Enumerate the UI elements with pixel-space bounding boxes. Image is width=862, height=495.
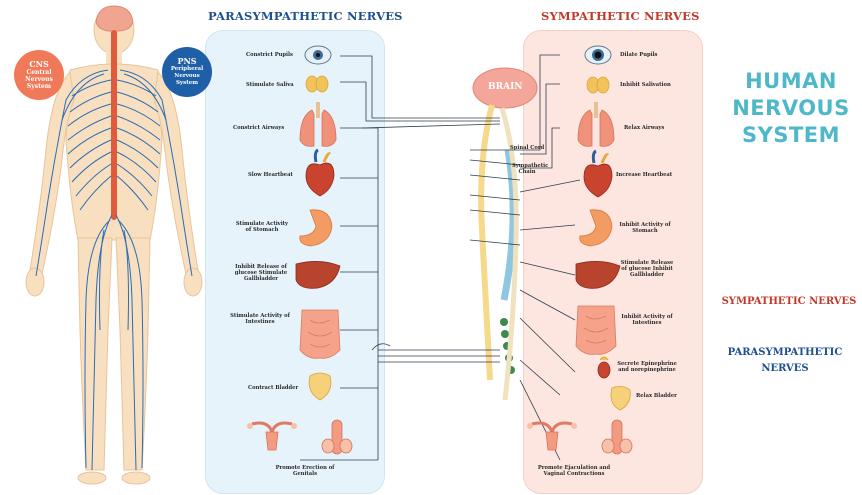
pns-badge: PNS Peripheral Nervous System xyxy=(162,47,212,97)
para-female-genitals-icon xyxy=(247,423,297,450)
body-spinal-cord xyxy=(111,30,117,220)
main-title-line3: SYSTEM xyxy=(726,122,856,149)
main-title-line1: HUMAN xyxy=(726,68,856,95)
symp-label-relax-airways: Relax Airways xyxy=(624,125,684,131)
symp-label-intestines: Inhibit Activity of Intestines xyxy=(618,314,676,326)
symp-label-relax-bladder: Relax Bladder xyxy=(636,393,688,399)
body-brain-icon xyxy=(96,6,133,31)
symp-label-dilate-pupils: Dilate Pupils xyxy=(620,52,680,58)
para-label-stomach: Stimulate Activity of Stomach xyxy=(234,221,290,233)
brain-label: BRAIN xyxy=(488,82,523,92)
symp-heart-icon xyxy=(584,151,612,197)
para-intestines-icon xyxy=(300,310,340,358)
para-label-glucose-gallbladder: Inhibit Release of glucose Stimulate Gal… xyxy=(232,264,290,282)
legend-sympathetic: SYMPATHETIC NERVES xyxy=(718,296,860,307)
para-label-intestines: Stimulate Activity of Intestines xyxy=(230,313,290,325)
pns-badge-line1: PNS xyxy=(177,57,196,66)
symp-salivary-gland-icon xyxy=(587,77,609,93)
para-label-constrict-pupils: Constrict Pupils xyxy=(246,52,296,58)
symp-male-genitals-icon xyxy=(602,420,632,454)
parasympathetic-heading: PARASYMPATHETIC NERVES xyxy=(208,9,403,23)
para-label-slow-heartbeat: Slow Heartbeat xyxy=(248,172,298,178)
para-male-genitals-icon xyxy=(322,420,352,454)
main-title: HUMAN NERVOUS SYSTEM xyxy=(726,68,856,149)
legend-parasympathetic: PARASYMPATHETIC NERVES xyxy=(720,345,850,377)
symp-label-epinephrine: Secrete Epinephrine and norepinephrine xyxy=(616,361,678,373)
symp-female-genitals-icon xyxy=(527,423,577,450)
pns-badge-line3: Nervous xyxy=(174,73,199,80)
symp-label-inhibit-salivation: Inhibit Salivation xyxy=(620,82,684,88)
para-liver-icon xyxy=(296,261,340,288)
sympathetic-chain-label: Sympathetic Chain xyxy=(512,163,542,175)
para-organ-icons xyxy=(247,46,352,454)
symp-label-increase-heartbeat: Increase Heartbeat xyxy=(616,172,686,178)
sympathetic-heading: SYMPATHETIC NERVES xyxy=(541,9,700,23)
para-bladder-icon xyxy=(309,373,331,400)
symp-label-stomach: Inhibit Activity of Stomach xyxy=(616,222,674,234)
para-heart-icon xyxy=(306,150,334,196)
para-label-genitals: Promote Erection of Genitals xyxy=(270,465,340,477)
cns-badge: CNS Central Nervous System xyxy=(14,50,64,100)
para-label-constrict-airways: Constrict Airways xyxy=(233,125,293,131)
pns-badge-line4: System xyxy=(176,80,198,87)
pns-badge-line2: Peripheral xyxy=(171,66,203,73)
nerve-connector-lines xyxy=(300,55,580,460)
symp-bladder-icon xyxy=(611,386,630,410)
symp-adrenal-kidney-icon xyxy=(598,357,610,378)
spinal-cord-label: Spinal Cord xyxy=(510,145,550,151)
para-stomach-icon xyxy=(300,210,332,246)
cns-badge-line3: Nervous xyxy=(25,76,53,83)
symp-organ-icons xyxy=(527,46,632,454)
symp-intestines-icon xyxy=(576,306,616,354)
main-title-line2: NERVOUS xyxy=(726,95,856,122)
legend-parasympathetic-line2: NERVES xyxy=(720,361,850,377)
symp-stomach-icon xyxy=(580,210,612,246)
cns-badge-line4: System xyxy=(27,83,51,90)
legend-parasympathetic-line1: PARASYMPATHETIC xyxy=(720,345,850,361)
symp-liver-icon xyxy=(576,261,620,288)
symp-label-glucose-gallbladder: Stimulate Release of glucose Inhibit Gal… xyxy=(618,260,676,278)
para-label-stimulate-saliva: Stimulate Saliva xyxy=(246,82,298,88)
symp-lungs-icon xyxy=(578,102,614,146)
symp-label-ejaculation: Promote Ejaculation and Vaginal Contract… xyxy=(536,465,612,477)
cns-badge-line1: CNS xyxy=(29,60,48,69)
cns-badge-line2: Central xyxy=(26,69,51,76)
para-lungs-icon xyxy=(300,102,336,146)
para-label-contract-bladder: Contract Bladder xyxy=(248,385,304,391)
para-salivary-gland-icon xyxy=(306,76,328,92)
